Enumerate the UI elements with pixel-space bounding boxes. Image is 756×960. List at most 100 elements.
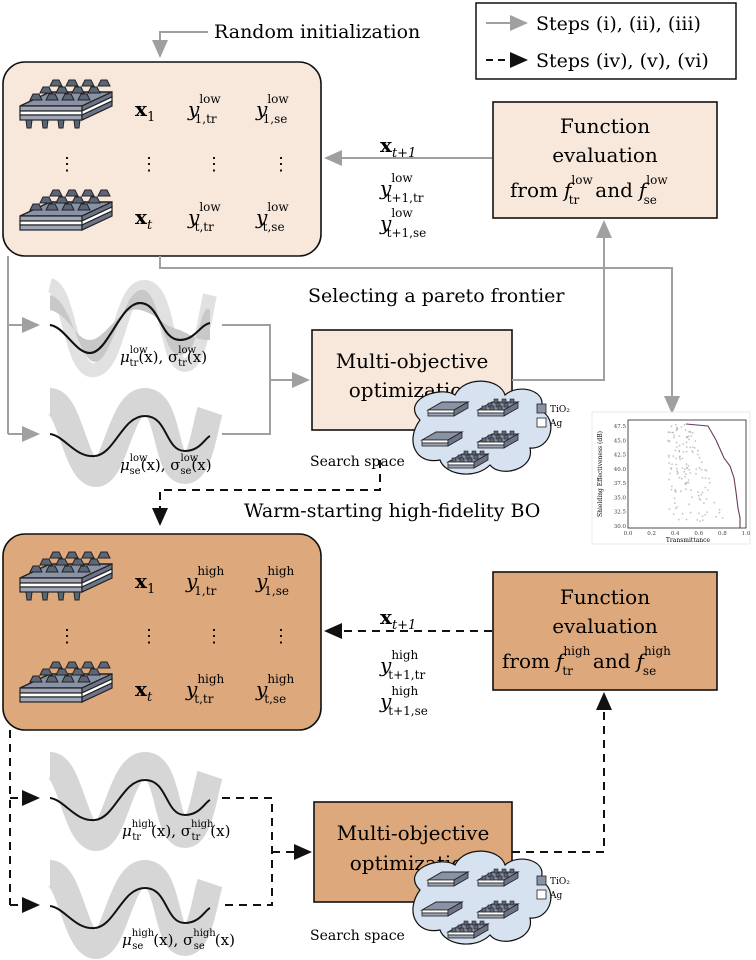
inset-scatter-point — [674, 489, 676, 491]
inset-scatter-point — [697, 494, 700, 497]
vdots: ⋮ — [140, 154, 158, 175]
low-mo-to-eval-arrow — [512, 220, 612, 381]
inset-scatter-point — [685, 446, 688, 448]
inset-scatter-point — [694, 440, 697, 442]
inset-scatter-point — [705, 498, 708, 500]
inset-scatter-point — [668, 431, 671, 434]
vdots: ⋮ — [272, 626, 290, 647]
inset-scatter-point — [675, 428, 678, 431]
inset-scatter-point — [674, 449, 677, 452]
inset-scatter-point — [684, 483, 687, 485]
inset-xtick-label: 0.8 — [718, 531, 727, 537]
vdots: ⋮ — [58, 626, 76, 647]
inset-scatter-point — [674, 502, 676, 504]
svg-text:Function: Function — [560, 585, 650, 609]
high-xt: xt — [135, 677, 153, 705]
inset-scatter-point — [687, 435, 690, 438]
inset-scatter-point — [695, 472, 697, 475]
ag-legend-label: Ag — [549, 891, 562, 901]
inset-scatter-point — [701, 519, 704, 522]
svg-text:evaluation: evaluation — [552, 614, 658, 638]
vdots: ⋮ — [272, 154, 290, 175]
inset-scatter-point — [691, 496, 693, 499]
random-init-label: Random initialization — [214, 21, 420, 43]
low-search-space-cloud: TiO₂ Ag — [412, 380, 570, 475]
inset-scatter-point — [676, 470, 679, 472]
svg-text:xt+1: xt+1 — [380, 605, 416, 633]
inset-scatter-point — [708, 481, 711, 484]
svg-text:Function: Function — [560, 114, 650, 138]
low-xt: xt — [135, 205, 153, 233]
inset-scatter-point — [672, 513, 675, 515]
inset-ytick-label: 47.5 — [614, 424, 627, 430]
inset-scatter-point — [668, 508, 671, 510]
inset-scatter-point — [697, 449, 699, 452]
inset-scatter-point — [696, 519, 699, 521]
inset-scatter-point — [718, 508, 721, 511]
svg-text:evaluation: evaluation — [552, 143, 658, 167]
inset-scatter-point — [696, 453, 699, 456]
inset-scatter-point — [681, 457, 684, 460]
high-search-space-cloud: TiO₂ Ag — [412, 850, 570, 945]
inset-scatter-point — [680, 426, 683, 428]
inset-scatter-point — [678, 476, 681, 479]
warm-start-label: Warm-starting high-fidelity BO — [244, 500, 540, 522]
high-gp-se-plot — [45, 859, 223, 959]
inset-xtick-label: 0.0 — [624, 531, 633, 537]
inset-scatter-point — [688, 503, 690, 506]
inset-scatter-point — [682, 451, 685, 453]
inset-scatter-point — [687, 481, 690, 484]
inset-scatter-point — [675, 467, 678, 470]
inset-scatter-point — [701, 476, 704, 479]
inset-ytick-label: 42.5 — [614, 453, 627, 459]
inset-scatter-point — [676, 506, 679, 508]
inset-scatter-point — [690, 489, 692, 492]
svg-text:xt+1: xt+1 — [380, 133, 416, 161]
inset-scatter-point — [670, 425, 673, 428]
inset-scatter-point — [687, 479, 690, 481]
pareto-label: Selecting a pareto frontier — [308, 285, 565, 307]
pareto-arrow — [159, 256, 680, 414]
inset-scatter-point — [683, 470, 686, 473]
inset-scatter-point — [684, 429, 687, 431]
inset-scatter-point — [685, 436, 688, 439]
inset-scatter-point — [690, 435, 693, 437]
tio2-legend-label: TiO₂ — [550, 405, 570, 415]
inset-ytick-label: 40.0 — [614, 467, 627, 473]
inset-scatter-point — [700, 468, 703, 471]
inset-scatter-point — [701, 515, 704, 517]
random-init-arrow — [152, 31, 208, 58]
inset-scatter-point — [671, 463, 673, 466]
inset-scatter-point — [676, 426, 678, 429]
inset-ytick-label: 30.0 — [614, 524, 627, 530]
inset-scatter-point — [692, 451, 694, 454]
inset-scatter-point — [680, 490, 682, 493]
inset-scatter-point — [693, 447, 696, 449]
inset-scatter-point — [674, 423, 677, 426]
legend: Steps (i), (ii), (iii) Steps (iv), (v), … — [475, 2, 737, 80]
inset-scatter-point — [692, 446, 694, 448]
inset-scatter-point — [704, 477, 707, 479]
inset-scatter-point — [691, 450, 693, 452]
inset-scatter-point — [689, 511, 692, 514]
warm-start-arrow — [152, 460, 381, 526]
inset-scatter-point — [704, 486, 707, 489]
inset-xtick-label: 1.0 — [742, 531, 751, 537]
inset-scatter-point — [668, 456, 670, 458]
inset-scatter-point — [680, 477, 683, 480]
inset-scatter-point — [706, 511, 708, 514]
inset-scatter-point — [698, 467, 701, 469]
inset-scatter-point — [685, 463, 688, 466]
inset-scatter-point — [688, 468, 691, 471]
inset-scatter-point — [675, 463, 677, 466]
inset-scatter-point — [678, 435, 681, 437]
